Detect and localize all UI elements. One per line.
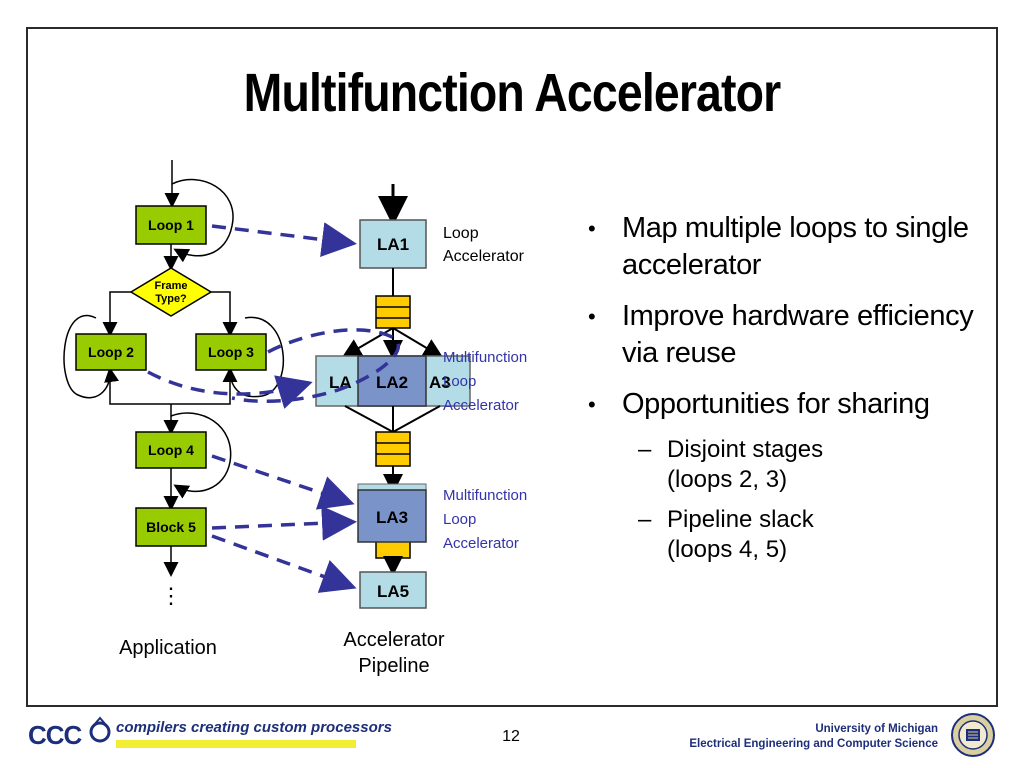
bullet-text: Map multiple loops to single accelerator: [622, 212, 969, 281]
sub-bullet-item: – Pipeline slack (loops 4, 5): [588, 505, 988, 565]
branch-left-arrow: [102, 291, 131, 337]
map-loop4-la3: [211, 454, 355, 510]
frame-type-decision: [129, 267, 213, 317]
buffer-2: [375, 431, 411, 467]
block5-node: [135, 507, 207, 547]
bullet-dot: •: [588, 216, 596, 241]
sub-bullet-line1: Pipeline slack: [667, 506, 814, 533]
fan-in-right-line: [392, 405, 441, 433]
sub-bullet-dash: –: [638, 436, 652, 463]
fan-in-left-line: [344, 405, 394, 433]
bullet-text: Opportunities for sharing: [622, 388, 930, 420]
la1-box: [359, 219, 427, 269]
la1-label: LA1: [377, 235, 409, 254]
loop4-self-arrow: [170, 412, 232, 499]
loop4-node: [135, 431, 207, 469]
bullet-item: • Improve hardware efficiency via reuse: [588, 298, 988, 372]
fan-out-right-arrow: [392, 327, 444, 359]
map-block5-la5: [211, 534, 357, 593]
loop2-self-arrow: [63, 314, 120, 399]
map-loop1-la1: [211, 222, 357, 257]
la2-label: LA2: [376, 373, 408, 392]
application-flow: Loop 1 Frame Type? Loop 2 Loop 3 Loop 4 …: [63, 160, 284, 659]
bullet-dot: •: [588, 304, 596, 329]
sub-bullet-line2: (loops 2, 3): [667, 466, 788, 493]
loop1-label: Loop 1: [148, 217, 194, 233]
bullet-item: • Opportunities for sharing: [588, 386, 988, 423]
block5-label: Block 5: [146, 519, 196, 535]
frame-type-label-1: Frame: [154, 280, 187, 292]
branch-right-arrow: [211, 291, 238, 337]
sub-bullet-dash: –: [638, 506, 652, 533]
loop2-node: [75, 333, 147, 371]
continuation-ellipsis: ⋮: [160, 583, 182, 608]
bullet-text: Improve hardware efficiency via reuse: [622, 300, 974, 369]
application-label: Application: [119, 637, 217, 659]
pipeline-label-2: Pipeline: [358, 655, 429, 677]
loop-accel-label-2: Accelerator: [443, 248, 525, 265]
bullet-list: • Map multiple loops to single accelerat…: [588, 210, 988, 577]
multi-label-1-line2: Loop: [443, 373, 476, 390]
accelerator-pipeline: LA1 Loop Accelerator LA LA2 A3 Multifunc…: [315, 184, 527, 677]
sub-bullet-line2: (loops 4, 5): [667, 536, 788, 563]
logo-underline: [116, 740, 356, 748]
loop1-node: [135, 205, 207, 245]
merge-lines: [109, 370, 231, 405]
loop2-label: Loop 2: [88, 344, 134, 360]
multi-label-2-line2: Loop: [443, 511, 476, 528]
mapping-arrows: [147, 222, 401, 593]
department-name: Electrical Engineering and Computer Scie…: [689, 738, 938, 750]
slide-frame: [26, 27, 998, 707]
multi-label-2-line3: Accelerator: [443, 535, 519, 552]
la5-box: [359, 571, 427, 609]
loop-accel-label-1: Loop: [443, 225, 479, 242]
multi-label-1-line1: Multifunction: [443, 349, 527, 366]
la3-label: LA3: [376, 508, 408, 527]
pipeline-label-1: Accelerator: [343, 629, 444, 651]
sub-bullet-line1: Disjoint stages: [667, 436, 824, 463]
map-loop2-la2: [147, 370, 313, 409]
la2-box: [357, 355, 427, 407]
la2-right-fragment: A3: [429, 373, 451, 392]
loop4-label: Loop 4: [148, 442, 194, 458]
university-seal-icon: [951, 713, 995, 757]
ccc-logo-icon: [89, 716, 111, 743]
map-block5-la3: [211, 505, 357, 541]
la5-label: LA5: [377, 582, 409, 601]
page-number: 12: [502, 728, 520, 745]
multi-label-2-line1: Multifunction: [443, 487, 527, 504]
university-name: University of Michigan: [815, 723, 938, 735]
logo-tagline: compilers creating custom processors: [116, 719, 392, 736]
sub-bullet-item: – Disjoint stages (loops 2, 3): [588, 435, 988, 495]
buffer-1: [375, 295, 411, 329]
loop1-self-arrow: [171, 178, 234, 263]
frame-type-label-2: Type?: [155, 293, 187, 305]
bullet-dot: •: [588, 392, 596, 417]
university-block: University of Michigan Electrical Engine…: [689, 722, 938, 752]
bullet-item: • Map multiple loops to single accelerat…: [588, 210, 988, 284]
loop3-node: [195, 333, 267, 371]
ccc-logo: CCC: [28, 720, 82, 750]
multi-label-1-line3: Accelerator: [443, 397, 519, 414]
slide-title: Multifunction Accelerator: [243, 63, 782, 123]
loop3-label: Loop 3: [208, 344, 254, 360]
la3-box: [357, 489, 427, 543]
